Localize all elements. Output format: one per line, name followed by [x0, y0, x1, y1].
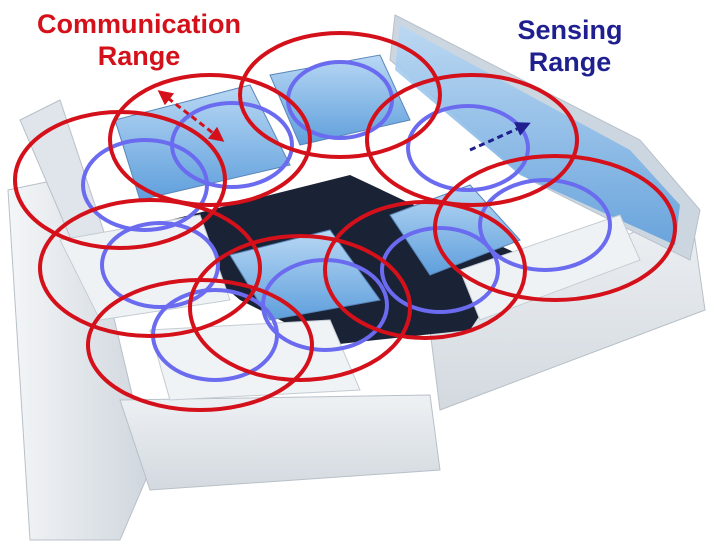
sensing-circle	[406, 104, 530, 192]
building	[7, 14, 706, 541]
sensing-label-line2: Range	[528, 47, 612, 77]
back-right-glass	[395, 25, 680, 245]
communication-label-line2: Range	[97, 41, 181, 71]
communication-circle	[365, 73, 579, 207]
communication-ranges	[13, 31, 677, 412]
sensing-circle	[478, 178, 612, 272]
sensing-range-arrow	[469, 122, 531, 152]
communication-range-arrow	[157, 90, 225, 142]
communication-range-label: Communication Range	[4, 8, 274, 72]
communication-circle	[433, 154, 677, 302]
communication-circle	[86, 278, 314, 412]
sensing-circle	[170, 101, 294, 189]
sensing-circle	[100, 221, 220, 309]
room-lower-center	[229, 229, 381, 321]
sensing-range-label: Sensing Range	[505, 14, 635, 78]
communication-circle	[188, 234, 412, 382]
communication-circle	[323, 200, 527, 340]
front-wall	[119, 394, 441, 491]
sensing-label-line1: Sensing	[517, 15, 623, 45]
communication-circle	[38, 198, 262, 338]
communication-circle	[238, 31, 442, 159]
communication-circle	[108, 73, 312, 207]
sensing-circle	[380, 226, 500, 314]
communication-label-line1: Communication	[36, 9, 241, 39]
